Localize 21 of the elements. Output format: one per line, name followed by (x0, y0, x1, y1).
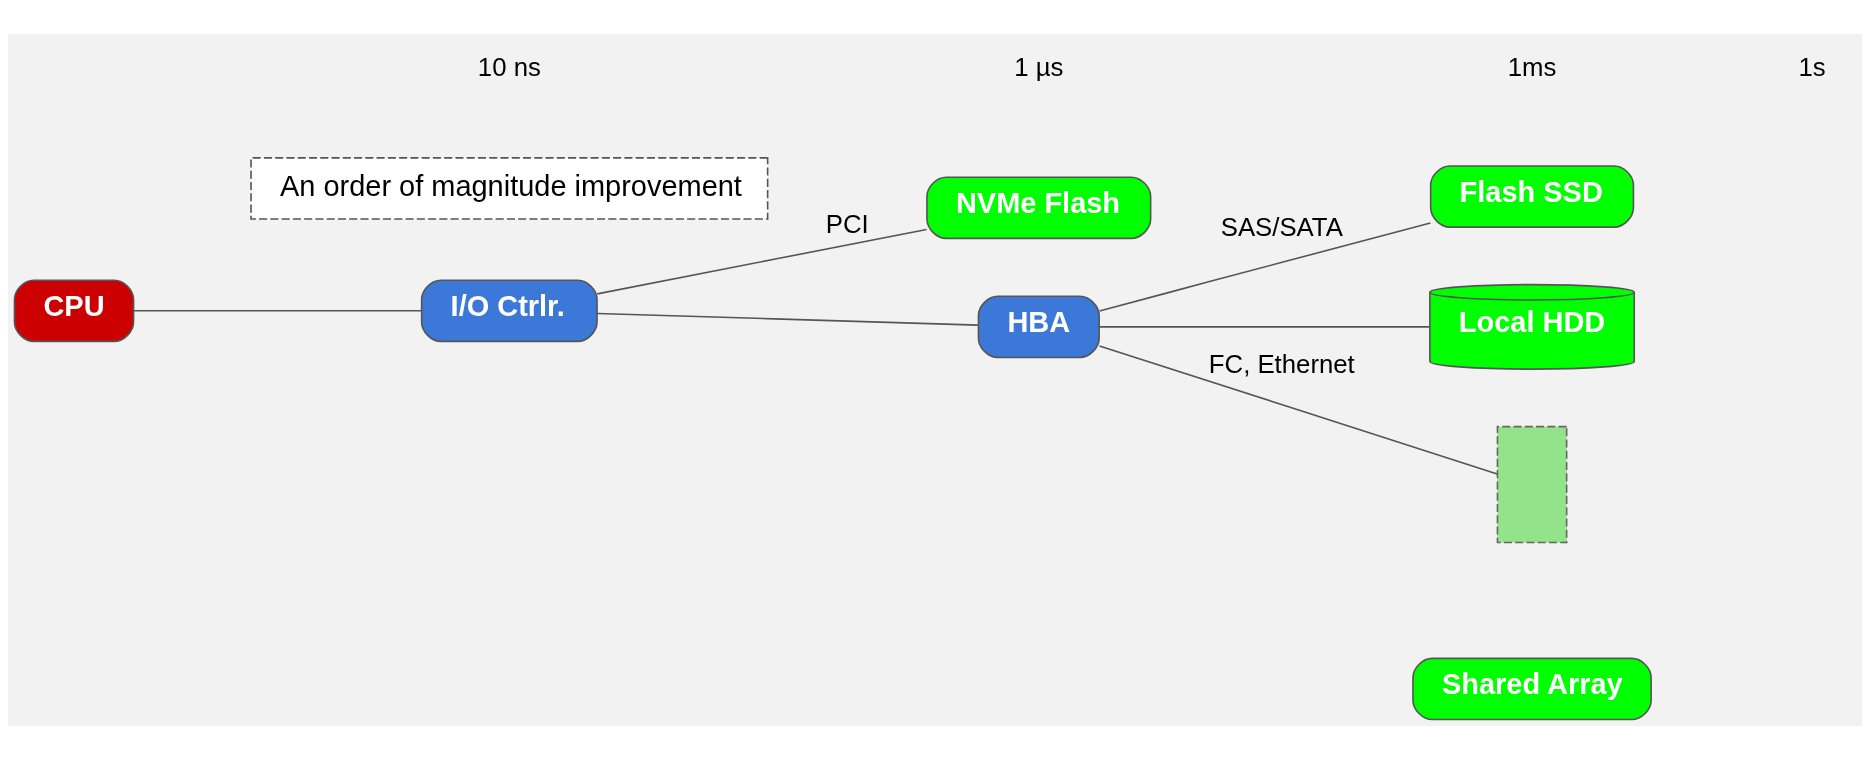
label: 1ms (1507, 52, 1557, 81)
connector (133, 309, 423, 312)
connector (596, 228, 928, 295)
node-box: Flash SSD (1429, 164, 1635, 228)
edge-label: FC, Ethernet (1208, 349, 1355, 378)
node-box: CPU (13, 278, 135, 342)
label: 1 µs (1014, 52, 1064, 81)
label: 1s (1798, 52, 1826, 81)
connector (1098, 221, 1432, 312)
connector (1098, 344, 1498, 475)
node-box (1496, 425, 1568, 543)
connector (1098, 325, 1431, 328)
node-box: I/O Ctrlr. (420, 278, 598, 342)
node-box: Shared Array (1412, 657, 1652, 720)
node-box: HBA (977, 295, 1100, 358)
node-box: An order of magnitude improvement (250, 156, 769, 220)
node-box: NVMe Flash (926, 175, 1152, 239)
connector (596, 312, 979, 326)
edge-label: PCI (825, 209, 869, 238)
edge-label: SAS/SATA (1220, 212, 1343, 241)
label: 10 ns (477, 52, 541, 81)
